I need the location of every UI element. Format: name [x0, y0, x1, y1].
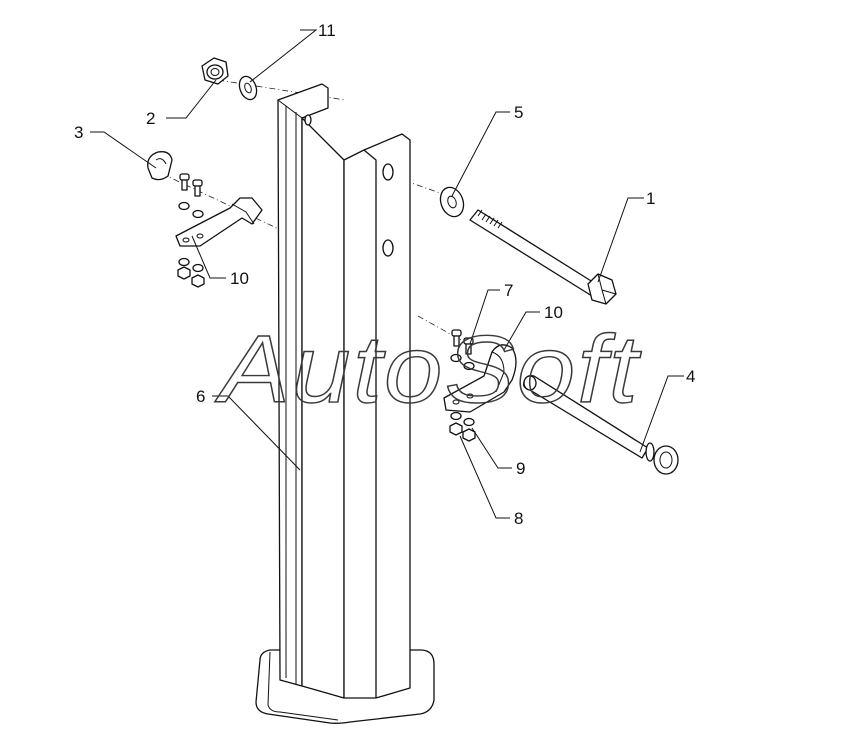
callout-9: 9: [516, 459, 525, 478]
right-bracket-assembly: [443, 329, 517, 442]
callout-1: 1: [646, 189, 655, 208]
callout-2: 2: [146, 109, 155, 128]
callout-7: 7: [504, 281, 513, 300]
callout-5: 5: [514, 103, 523, 122]
part-1-bolt: [469, 209, 617, 305]
callout-6: 6: [196, 387, 205, 406]
callout-10-left: 10: [230, 269, 249, 288]
part-6-post: [255, 83, 435, 724]
watermark: AutoSoft: [215, 316, 642, 423]
callout-4: 4: [686, 367, 695, 386]
part-2-nut: [201, 57, 229, 85]
callout-8: 8: [514, 509, 523, 528]
callout-3: 3: [74, 123, 83, 142]
callout-labels: 1 2 3 4 5 6 7 8 9 10 10 11: [74, 21, 695, 528]
part-11-washer: [238, 75, 258, 101]
callout-11: 11: [318, 21, 336, 40]
part-5-washer: [439, 186, 465, 218]
leader-lines: [90, 29, 684, 519]
part-3-pin: [147, 151, 173, 181]
part-4-rod: [522, 374, 679, 475]
callout-10-right: 10: [544, 303, 563, 322]
left-bracket-assembly: [175, 173, 263, 288]
